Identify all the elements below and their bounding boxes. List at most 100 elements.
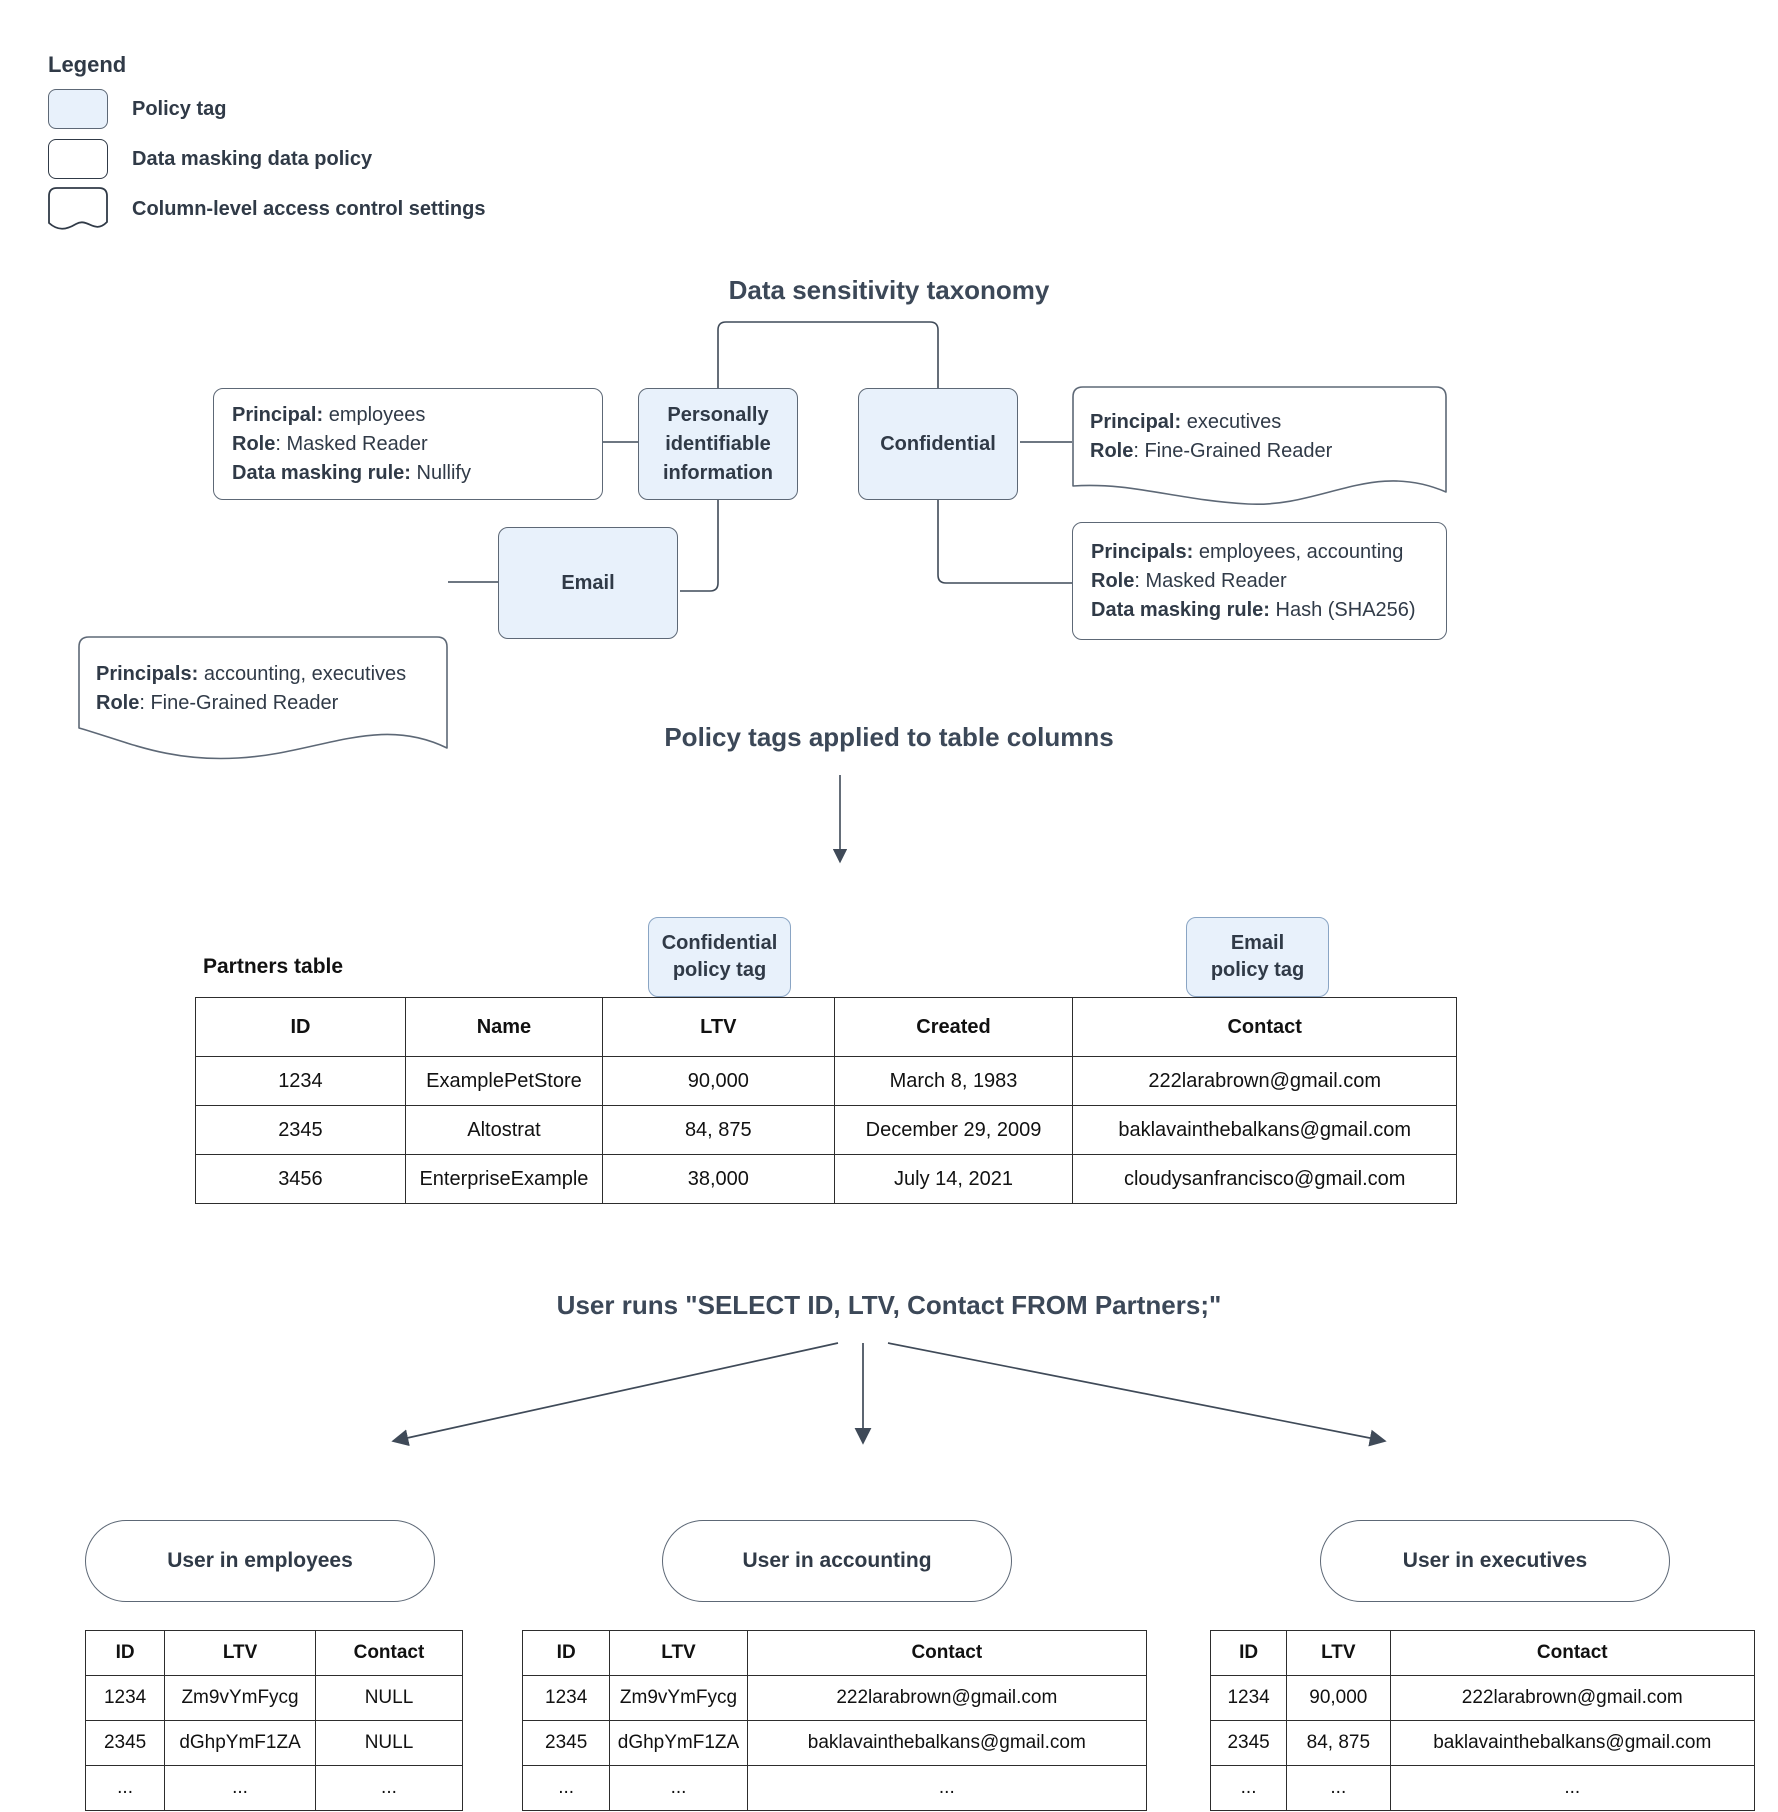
table-column-header: Contact [314,1630,464,1676]
table-column-header: Contact [1072,997,1457,1057]
query-title: User runs "SELECT ID, LTV, Contact FROM … [556,1290,1222,1320]
table-cell: ... [1286,1765,1391,1811]
policy-line-1: Principal: executives [1090,411,1282,433]
policy-line-2: Role: Fine-Grained Reader [96,692,339,714]
table-cell: 222larabrown@gmail.com [1072,1056,1457,1106]
legend-item-label: Policy tag [132,97,227,120]
email-policy-tag-chip[interactable]: Email policy tag [1186,917,1329,997]
table-cell: 2345 [1209,1720,1288,1766]
table-cell: NULL [314,1720,464,1766]
table-cell: dGhpYmF1ZA [164,1720,316,1766]
table-cell: ... [746,1765,1148,1811]
policy-line-1: Principal: employees [232,403,426,426]
table-cell: 222larabrown@gmail.com [1389,1675,1756,1721]
table-cell: Zm9vYmFycg [164,1675,316,1721]
applied-arrow-icon [832,775,848,864]
pii-data-masking-policy-box: Principal: employees Role: Masked Reader… [213,388,603,500]
partners-table-label: Partners table [203,955,344,978]
table-cell: ... [1389,1765,1756,1811]
table-cell: 1234 [521,1675,611,1721]
table-row: ......... [521,1765,1148,1811]
table-cell: Altostrat [404,1105,604,1155]
fanout-arrows-icon [391,1342,1387,1447]
table-cell: ... [521,1765,611,1811]
table-cell: 222larabrown@gmail.com [746,1675,1148,1721]
table-cell: ... [1209,1765,1288,1811]
table-cell: ... [84,1765,166,1811]
table-cell: 90,000 [1286,1675,1391,1721]
taxonomy-title: Data sensitivity taxonomy [728,275,1050,305]
legend-item-label: Column-level access control settings [132,197,486,220]
table-column-header: Name [404,997,604,1057]
table-cell: ExamplePetStore [404,1056,604,1106]
table-cell: ... [609,1765,748,1811]
table-column-header: LTV [609,1630,748,1676]
table-column-header: ID [84,1630,166,1676]
chip-line-1: Confidential [661,932,778,954]
table-cell: 2345 [521,1720,611,1766]
legend-item-column-access-control: Column-level access control settings [48,187,486,231]
confidential-policy-tag-chip[interactable]: Confidential policy tag [648,917,791,997]
legend-item-data-masking-policy: Data masking data policy [48,138,485,180]
table-cell: 90,000 [602,1056,835,1106]
table-cell: ... [314,1765,464,1811]
taxonomy-connectors [448,321,1072,592]
table-column-header: ID [1209,1630,1288,1676]
table-cell: Zm9vYmFycg [609,1675,748,1721]
policy-line-1: Principals: accounting, executives [96,663,407,685]
table-cell: 1234 [195,1056,406,1106]
table-cell: 2345 [195,1105,406,1155]
table-cell: July 14, 2021 [833,1154,1074,1204]
chip-line-2: policy tag [1210,959,1305,981]
table-cell: baklavainthebalkans@gmail.com [1389,1720,1756,1766]
policy-line-2: Role: Masked Reader [1091,569,1287,592]
chip-line-1: Email [1230,932,1285,954]
confidential-data-masking-policy-box: Principals: employees, accounting Role: … [1072,522,1447,640]
policy-tag-node-email[interactable]: Email [498,527,678,639]
user-oval: User in accounting [662,1520,1012,1602]
table-cell: cloudysanfrancisco@gmail.com [1072,1154,1457,1204]
table-column-header: Contact [746,1630,1148,1676]
policy-line-2: Role: Masked Reader [232,432,428,455]
policy-line-3: Data masking rule: Hash (SHA256) [1091,598,1416,621]
policy-line-3: Data masking rule: Nullify [232,461,471,484]
policy-tag-node-pii[interactable]: Personally identifiable information [638,388,798,500]
table-cell: 38,000 [602,1154,835,1204]
table-column-header: LTV [602,997,835,1057]
table-column-header: LTV [164,1630,316,1676]
table-cell: December 29, 2009 [833,1105,1074,1155]
column-access-control-swatch-icon [48,187,108,231]
user-oval: User in executives [1320,1520,1670,1602]
legend-item-label: Data masking data policy [132,147,373,170]
policy-tag-label: Personally identifiable information [663,403,773,484]
table-column-header: LTV [1286,1630,1391,1676]
table-column-header: ID [521,1630,611,1676]
policy-tag-node-confidential[interactable]: Confidential [858,388,1018,500]
table-cell: 2345 [84,1720,166,1766]
confidential-column-access-control-box: Principal: executives Role: Fine-Grained… [1072,386,1447,505]
table-cell: 84, 875 [602,1105,835,1155]
table-cell: EnterpriseExample [404,1154,604,1204]
legend: Legend Policy tag Data masking data poli… [48,52,485,238]
policy-tag-label: Confidential [880,432,996,455]
table-cell: 3456 [195,1154,406,1204]
table-cell: March 8, 1983 [833,1056,1074,1106]
data-masking-policy-swatch-icon [48,139,108,179]
